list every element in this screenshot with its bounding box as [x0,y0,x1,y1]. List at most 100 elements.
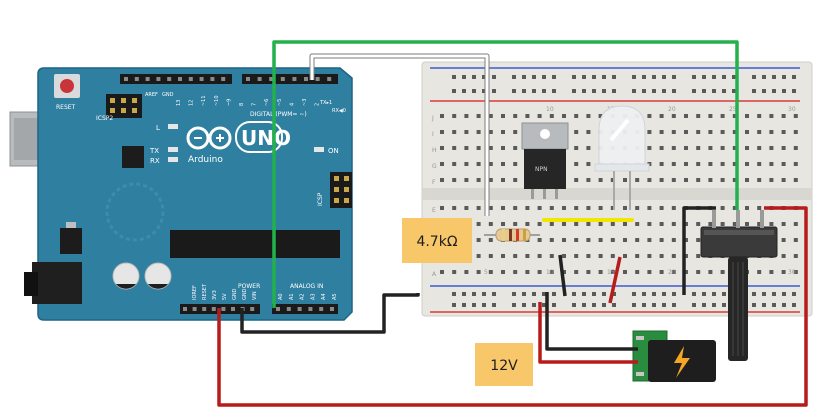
digital-pin-hole [188,77,193,81]
breadboard-hole [708,162,713,166]
breadboard-hole [708,222,713,226]
breadboard-hole [598,114,603,118]
digital-pin-label: ~10 [214,95,220,106]
analog-pin-label: A2 [300,293,306,300]
breadboard-hole [659,206,664,210]
breadboard-hole [757,270,762,274]
rail-hole [702,89,706,93]
breadboard-hole [671,270,676,274]
digital-pin-hole [124,77,128,81]
analog-header [272,304,338,314]
black-wire-transistor [558,254,567,297]
rail-hole [482,75,486,79]
reset-button[interactable] [60,79,74,93]
digital-pin-hole [280,77,285,81]
analog-pin-hole [276,307,280,311]
potentiometer-pin-3 [760,210,764,228]
breadboard-hole [476,222,481,226]
breadboard-hole [574,206,579,210]
analog-label: ANALOG IN [290,283,323,290]
rail-hole [472,89,476,93]
rail-hole [532,89,536,93]
breadboard-hole [781,130,786,134]
rail-hole [792,303,796,307]
breadboard-hole [586,270,591,274]
watermark-logo [105,182,165,242]
rail-hole [762,89,766,93]
breadboard-hole [745,206,749,210]
breadboard-hole [574,178,579,182]
breadboard-hole [598,178,603,182]
breadboard-hole [757,178,762,182]
breadboard-hole [635,222,640,226]
transistor-mount-hole [540,129,550,139]
breadboard-hole [488,178,493,182]
digital-pin-hole [327,77,332,81]
dc-jack-solder-1 [636,336,644,340]
breadboard-hole [647,222,652,226]
rail-hole [462,303,466,307]
breadboard-hole [635,178,640,182]
breadboard-hole [598,206,603,210]
icsp2-pin [110,108,115,113]
white-wire [310,54,489,216]
breadboard-hole [781,270,786,274]
icsp2-pin [110,98,115,103]
column-number-30: 30 [788,106,796,113]
breadboard-hole [586,114,591,118]
rail-hole [712,89,716,93]
row-letter-a: A [432,271,437,278]
digital-pin-label: 8 [239,103,245,106]
breadboard-hole [610,222,615,226]
breadboard-hole [610,238,615,242]
transistor-body [524,149,566,189]
dc-power-jack-tip [24,272,38,296]
breadboard-hole [440,146,444,150]
power-pin-label: RESET [202,283,208,300]
breadboard-hole [647,130,652,134]
rail-hole [522,89,526,93]
rail-hole [772,303,776,307]
uno-badge [235,121,283,153]
breadboard-hole [623,254,627,258]
rail-hole [722,292,726,296]
breadboard-hole [696,254,701,258]
breadboard-hole [440,130,444,134]
breadboard-hole [671,114,676,118]
digital-pin-hole [246,77,250,81]
breadboard-hole [793,162,798,166]
breadboard-hole [537,206,542,210]
rail-hole [452,303,456,307]
digital-pin-hole [145,77,150,81]
atmega-chip [170,230,340,258]
rail-hole [512,292,516,296]
breadboard-hole [635,238,640,242]
breadboard-hole [574,130,579,134]
transistor-leg-emitter [555,189,558,199]
analog-pin-label: A1 [289,293,295,300]
breadboard-hole [647,114,652,118]
tx-pin-label: TX▸1 [319,100,332,106]
led-on [314,147,324,152]
breadboard-hole [488,254,493,258]
breadboard-hole [769,130,774,134]
breadboard-hole [732,178,737,182]
resistor-band-2 [509,229,512,241]
analog-pin-label: A0 [278,293,284,300]
rail-hole [782,292,786,296]
rail-hole [642,89,646,93]
breadboard-hole [671,254,676,258]
row-letter-j: J [431,115,434,122]
breadboard-hole [720,270,725,274]
breadboard-hole [745,222,749,226]
breadboard-hole [720,162,725,166]
breadboard-hole [793,238,798,242]
resistor-band-1 [502,229,505,241]
rail-hole [692,75,696,79]
breadboard-hole [488,206,493,210]
breadboard-hole [513,222,518,226]
breadboard-hole [476,162,481,166]
breadboard-hole [501,270,505,274]
breadboard-hole [745,162,749,166]
